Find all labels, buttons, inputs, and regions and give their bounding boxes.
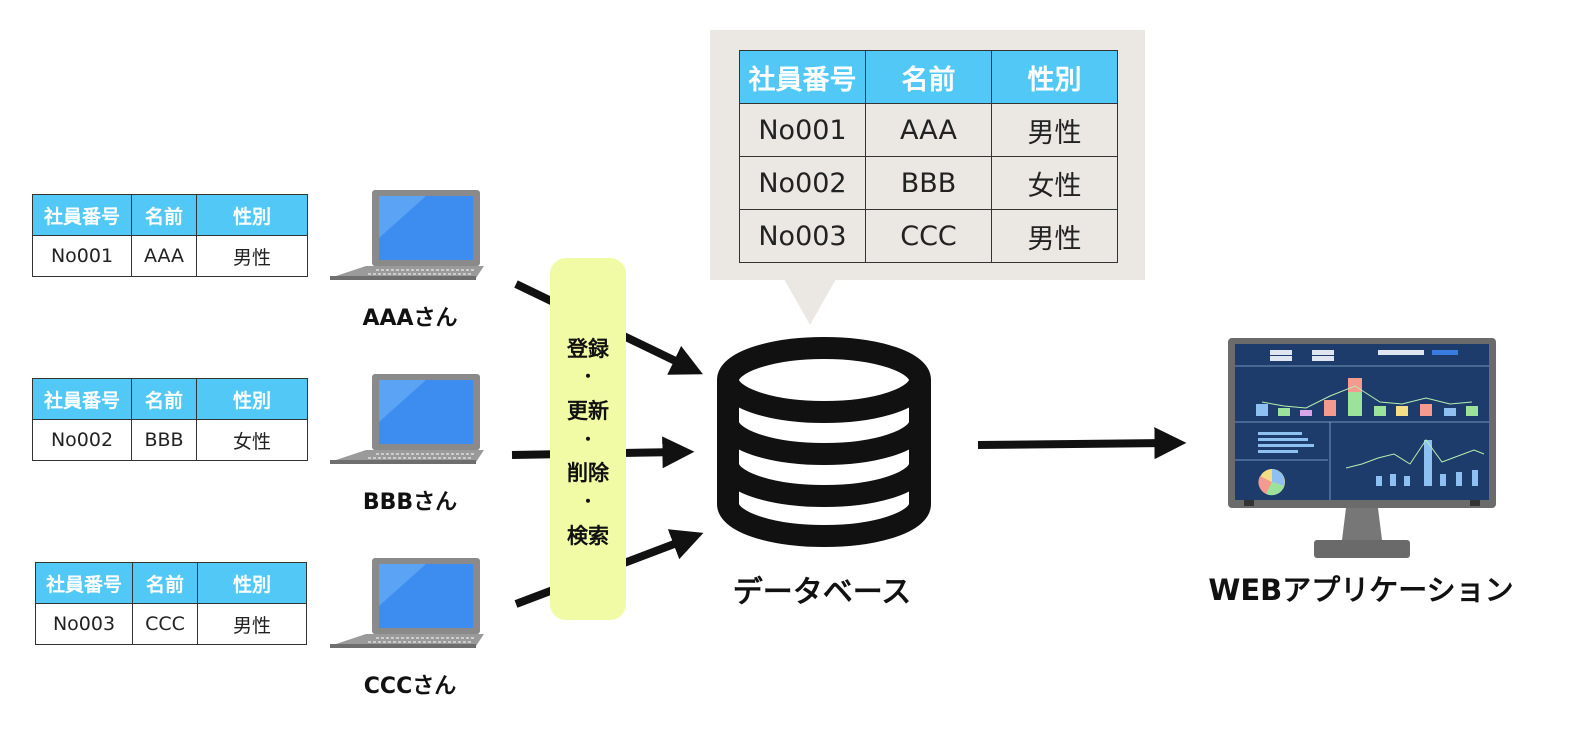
cell-name: AAA [131,235,197,277]
op-search: 検索 [567,524,609,548]
header-employee-no: 社員番号 [35,562,133,604]
op-separator: ・ [579,430,596,449]
cell-employee-no: No002 [32,419,132,461]
cell-gender: 男性 [991,103,1118,157]
op-separator: ・ [579,367,596,386]
header-gender: 性別 [991,50,1118,104]
user-label-aaa: AAAさん [362,306,458,331]
cell-name: BBB [131,419,197,461]
cell-name: CCC [132,603,198,645]
cell-gender: 男性 [196,235,308,277]
webapp-label: WEBアプリケーション [1208,573,1514,607]
cell-gender: 男性 [197,603,307,645]
laptop-icon [330,190,484,280]
header-gender: 性別 [197,562,307,604]
cell-employee-no: No001 [32,235,132,277]
header-name: 名前 [131,378,197,420]
header-gender: 性別 [196,378,308,420]
monitor-icon [1228,338,1496,558]
op-delete: 削除 [567,461,609,485]
cell-name: CCC [865,209,992,263]
op-update: 更新 [567,399,609,423]
header-name: 名前 [865,50,992,104]
header-name: 名前 [132,562,198,604]
db-callout-tail [784,279,836,325]
cell-employee-no: No003 [739,209,866,263]
header-employee-no: 社員番号 [739,50,866,104]
cell-employee-no: No001 [739,103,866,157]
arrow-db-to-webapp [977,427,1187,460]
header-employee-no: 社員番号 [32,194,132,236]
op-register: 登録 [567,337,609,361]
cell-name: BBB [865,156,992,210]
cell-name: AAA [865,103,992,157]
database-icon [717,337,931,547]
user-label-ccc: CCCさん [363,674,457,699]
user-label-bbb: BBBさん [362,490,458,515]
laptop-icon [330,558,484,648]
cell-gender: 女性 [991,156,1118,210]
operations-box: 登録 ・ 更新 ・ 削除 ・ 検索 [550,258,626,620]
op-separator: ・ [579,492,596,511]
header-employee-no: 社員番号 [32,378,132,420]
cell-gender: 男性 [991,209,1118,263]
cell-employee-no: No002 [739,156,866,210]
database-label: データベース [732,575,912,610]
cell-gender: 女性 [196,419,308,461]
laptop-icon [330,374,484,464]
